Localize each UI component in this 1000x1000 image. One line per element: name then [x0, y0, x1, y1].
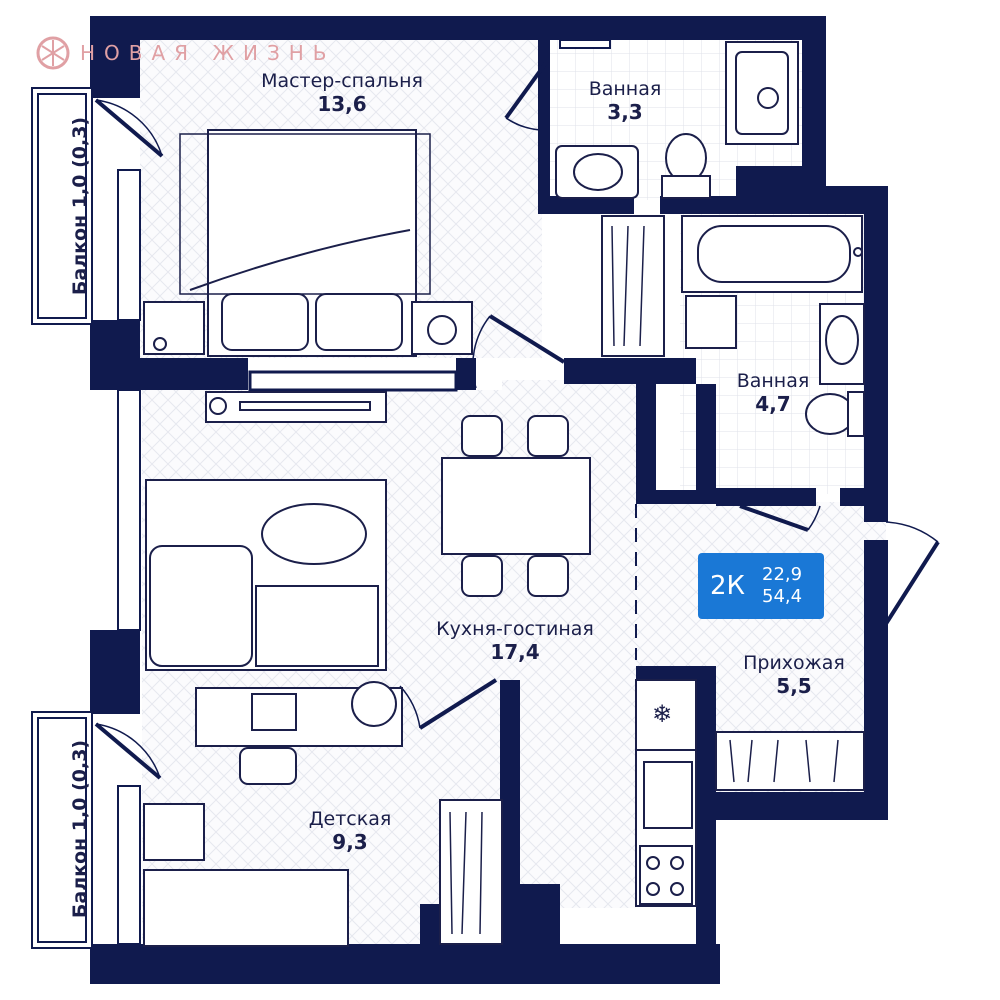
- desk: [195, 681, 403, 785]
- room-label-master-bedroom: Мастер-спальня 13,6: [232, 70, 452, 116]
- brand-emblem-icon: [36, 36, 70, 70]
- room-area: 3,3: [607, 100, 643, 124]
- room-label-hallway: Прихожая 5,5: [724, 652, 864, 698]
- bathroom-small-fixtures: [555, 41, 799, 199]
- walls: [90, 16, 888, 984]
- single-bed: [143, 803, 349, 947]
- room-area: 17,4: [490, 640, 540, 664]
- total-area: 54,4: [762, 586, 803, 607]
- sofa: [145, 479, 387, 671]
- brand-name: НОВАЯ ЖИЗНЬ: [80, 41, 336, 65]
- room-label-kids-room: Детская 9,3: [290, 808, 410, 854]
- wardrobes: [439, 215, 865, 945]
- room-name: Детская: [308, 808, 392, 830]
- room-count: 2К: [710, 571, 746, 601]
- tv-console: [205, 391, 387, 423]
- double-bed: [179, 129, 431, 357]
- brand-logo: НОВАЯ ЖИЗНЬ: [36, 36, 336, 70]
- area-values: 22,9 54,4: [762, 564, 802, 608]
- room-name: Мастер-спальня: [261, 70, 423, 92]
- bathroom-large-fixtures: [681, 215, 865, 437]
- room-area: 4,7: [755, 392, 791, 416]
- nightstands: [143, 301, 473, 355]
- room-label-kitchen-living: Кухня-гостиная 17,4: [410, 618, 620, 664]
- balcony-label-top: Балкон 1,0 (0,3): [69, 116, 91, 296]
- balcony-label-bottom: Балкон 1,0 (0,3): [69, 739, 91, 919]
- room-name: Кухня-гостиная: [436, 618, 594, 640]
- windows: [117, 39, 611, 945]
- room-name: Ванная: [736, 370, 810, 392]
- room-area: 9,3: [332, 830, 368, 854]
- room-area: 13,6: [317, 92, 367, 116]
- doors: [94, 58, 940, 780]
- room-name: Ванная: [588, 78, 662, 100]
- dining-table: [441, 415, 591, 597]
- living-area: 22,9: [762, 564, 803, 585]
- apartment-badge: 2К 22,9 54,4: [698, 553, 824, 619]
- room-area: 5,5: [776, 674, 812, 698]
- balcony-outlines: [31, 87, 93, 949]
- room-label-bathroom-large: Ванная 4,7: [718, 370, 828, 416]
- room-name: Прихожая: [743, 652, 845, 674]
- room-label-bathroom-small: Ванная 3,3: [570, 78, 680, 124]
- snowflake-icon: ❄: [652, 700, 673, 728]
- kitchen-unit: [635, 679, 697, 907]
